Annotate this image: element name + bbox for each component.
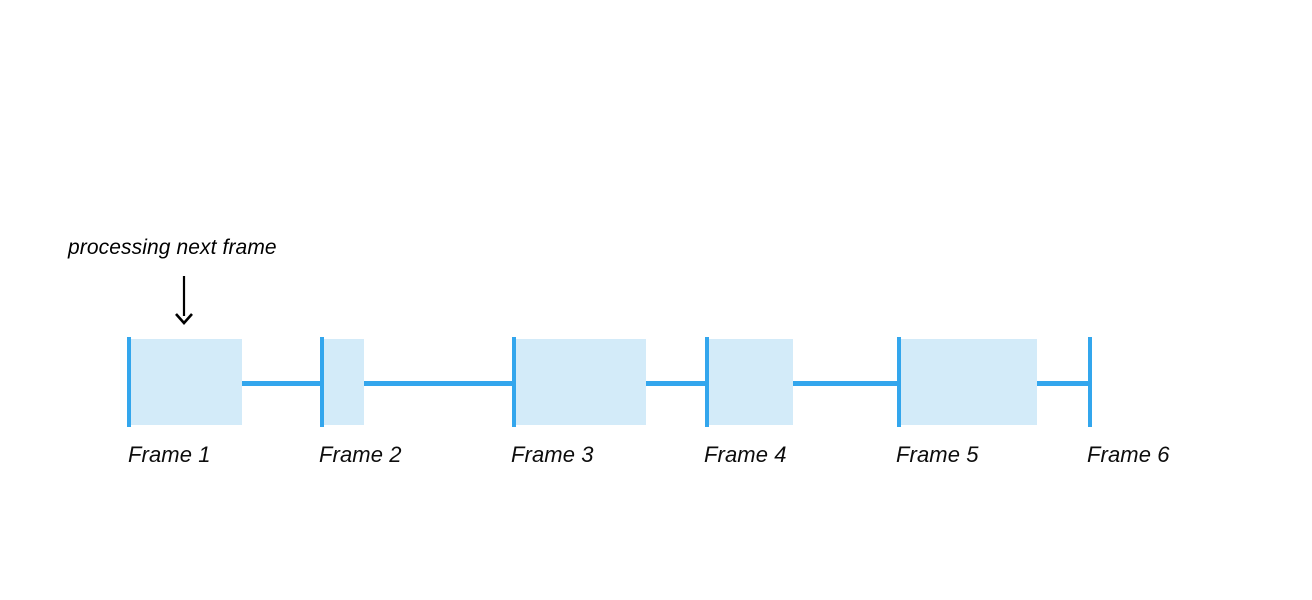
frame-label: Frame 5: [896, 442, 979, 467]
work-block: [705, 339, 793, 425]
frame-tick: [127, 337, 131, 427]
work-block: [512, 339, 646, 425]
frame-tick: [512, 337, 516, 427]
frame-label: Frame 4: [704, 442, 787, 467]
frame-tick: [320, 337, 324, 427]
frame-label: Frame 6: [1087, 442, 1170, 467]
down-arrow-icon: [160, 270, 210, 330]
work-block: [320, 339, 364, 425]
frame-label: Frame 3: [511, 442, 594, 467]
frame-label: Frame 2: [319, 442, 402, 467]
frame-tick: [1088, 337, 1092, 427]
work-block: [127, 339, 242, 425]
frame-label: Frame 1: [128, 442, 211, 467]
frame-tick: [705, 337, 709, 427]
annotation-label: processing next frame: [68, 236, 277, 259]
frame-tick: [897, 337, 901, 427]
work-block: [897, 339, 1037, 425]
